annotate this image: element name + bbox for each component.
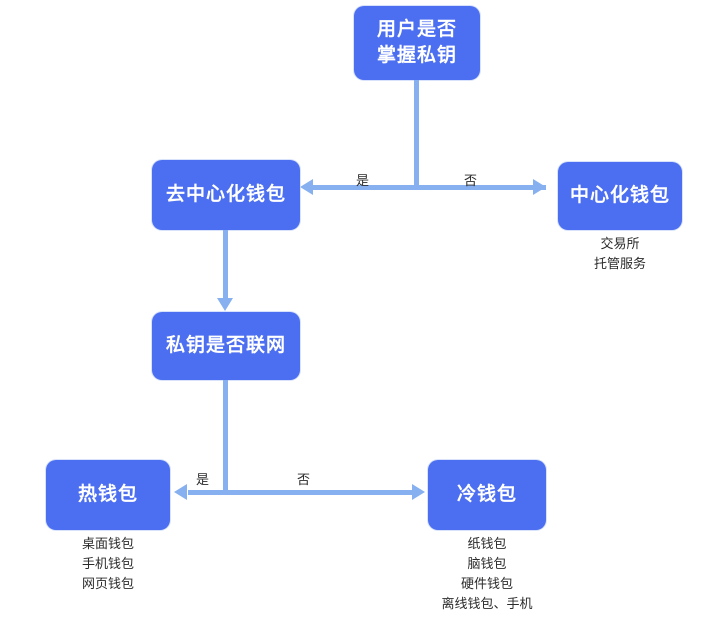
node-hot-wallet[interactable]: 热钱包: [46, 460, 170, 530]
sublist-cold-wallet: 纸钱包 脑钱包 硬件钱包 离线钱包、手机: [408, 534, 566, 614]
arrowhead-branch2-right-icon: [412, 484, 425, 500]
sublist-centralized-wallet: 交易所 托管服务: [558, 234, 682, 274]
node-private-key-online-label: 私钥是否联网: [165, 335, 286, 357]
arrowhead-branch1-left-icon: [300, 179, 313, 195]
node-centralized-wallet[interactable]: 中心化钱包: [558, 162, 682, 230]
sublist-item: 手机钱包: [81, 556, 134, 571]
sublist-hot-wallet: 桌面钱包 手机钱包 网页钱包: [46, 534, 170, 594]
node-user-holds-private-key[interactable]: 用户是否 掌握私钥: [354, 6, 480, 80]
edge-label-branch1-yes: 是: [356, 173, 370, 188]
node-cold-wallet[interactable]: 冷钱包: [428, 460, 546, 530]
node-centralized-wallet-label: 中心化钱包: [569, 185, 670, 207]
arrowhead-branch2-left-icon: [174, 484, 187, 500]
connector-branch2-horizontal: [188, 490, 413, 495]
arrowhead-down-to-online-icon: [217, 298, 233, 311]
node-cold-wallet-label: 冷钱包: [456, 484, 517, 506]
node-decentralized-wallet[interactable]: 去中心化钱包: [152, 160, 300, 230]
connector-online-to-branch2: [223, 380, 228, 490]
sublist-item: 纸钱包: [467, 536, 507, 551]
sublist-item: 托管服务: [593, 256, 646, 271]
sublist-item: 网页钱包: [81, 576, 134, 591]
arrowhead-branch1-right-icon: [533, 179, 546, 195]
node-root-line-2: 掌握私钥: [376, 45, 457, 66]
connector-decentralized-to-online: [223, 230, 228, 300]
sublist-item: 脑钱包: [467, 556, 507, 571]
sublist-item: 离线钱包、手机: [441, 596, 533, 611]
sublist-item: 硬件钱包: [460, 576, 513, 591]
node-decentralized-wallet-label: 去中心化钱包: [165, 184, 286, 206]
connector-root-to-branch1: [414, 80, 419, 188]
node-hot-wallet-label: 热钱包: [77, 484, 138, 506]
node-private-key-online[interactable]: 私钥是否联网: [152, 312, 300, 380]
node-root-line-1: 用户是否: [376, 19, 457, 41]
sublist-item: 交易所: [600, 236, 640, 251]
edge-label-branch1-no: 否: [464, 173, 478, 188]
edge-label-branch2-no: 否: [297, 472, 311, 487]
sublist-item: 桌面钱包: [81, 536, 134, 551]
connector-branch1-horizontal: [313, 185, 546, 190]
edge-label-branch2-yes: 是: [196, 472, 210, 487]
